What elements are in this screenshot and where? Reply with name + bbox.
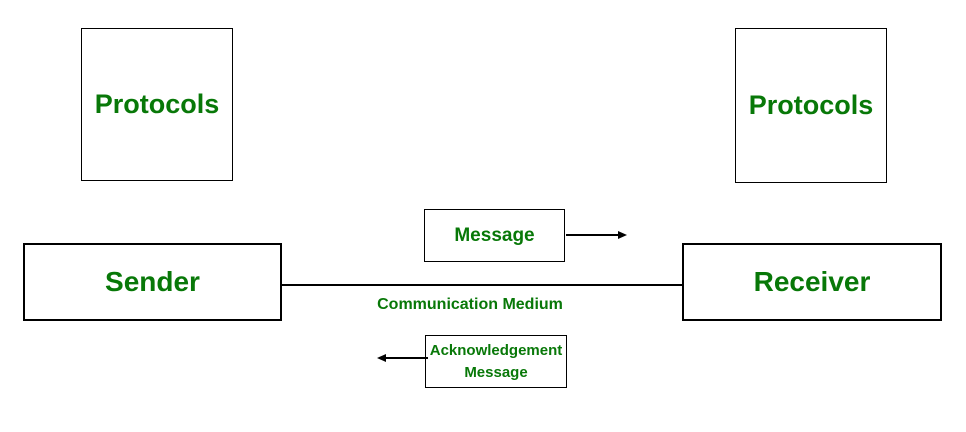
receiver-label: Receiver bbox=[753, 266, 871, 297]
protocols-right-box: Protocols bbox=[735, 28, 887, 183]
protocols-left-label: Protocols bbox=[94, 89, 220, 119]
protocols-left-box: Protocols bbox=[81, 28, 233, 181]
message-arrow-line bbox=[566, 234, 619, 236]
communication-medium-line bbox=[282, 284, 682, 286]
message-box: Message bbox=[424, 209, 565, 262]
message-label: Message bbox=[454, 224, 535, 246]
right-arrow-icon bbox=[618, 231, 627, 239]
sender-box: Sender bbox=[23, 243, 282, 321]
acknowledgement-label-line2: Message bbox=[464, 363, 528, 381]
receiver-box: Receiver bbox=[682, 243, 942, 321]
left-arrow-icon bbox=[377, 354, 386, 362]
acknowledgement-box: Acknowledgement Message bbox=[425, 335, 567, 388]
protocols-right-label: Protocols bbox=[748, 90, 874, 120]
communication-medium-label: Communication Medium bbox=[377, 296, 563, 313]
sender-label: Sender bbox=[105, 266, 200, 297]
acknowledgement-arrow-line bbox=[384, 357, 428, 359]
acknowledgement-label-line1: Acknowledgement bbox=[429, 341, 563, 359]
